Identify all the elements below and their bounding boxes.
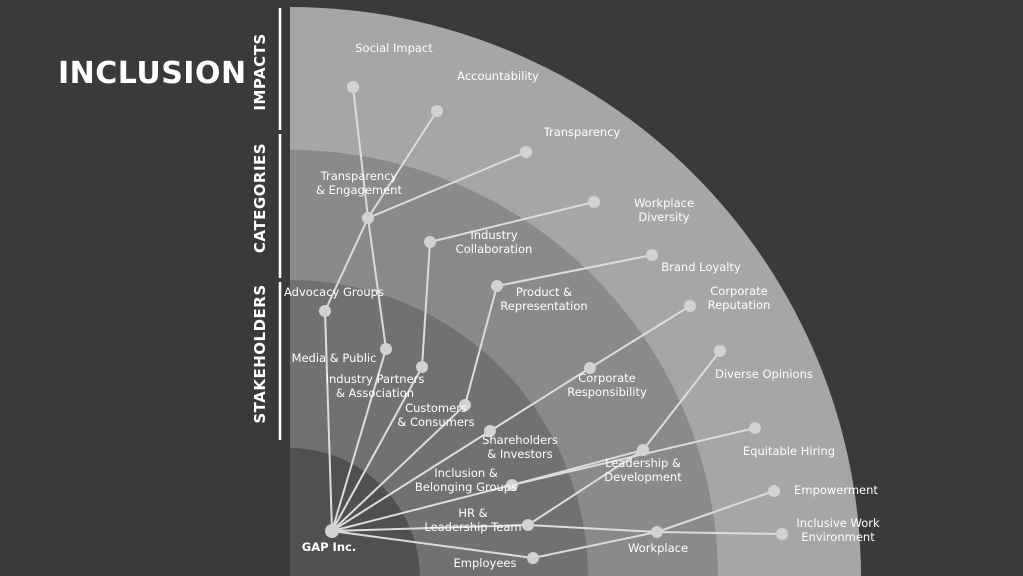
impact-node-empowerment	[768, 485, 780, 497]
stakeholder-label-advocacy: Advocacy Groups	[284, 285, 384, 299]
stakeholder-label-partners: Industry Partners& Association	[326, 372, 425, 400]
impact-node-inclusive-work-env	[776, 528, 788, 540]
stakeholder-label-employees: Employees	[454, 556, 517, 570]
impact-node-accountability	[431, 105, 443, 117]
impact-node-workplace-diversity	[588, 196, 600, 208]
connector-media	[331, 348, 387, 532]
category-label-transparency-engagement: Transparency& Engagement	[316, 169, 402, 197]
connector-workplace	[532, 531, 658, 559]
connector-leadership_dev	[527, 449, 644, 526]
impact-node-social-impact	[347, 81, 359, 93]
category-label-leadership-dev: Leadership &Development	[604, 456, 682, 484]
stakeholder-label-hr: HR &Leadership Team	[424, 506, 521, 534]
connector-industry_collab	[421, 241, 431, 368]
diagram-nodes	[319, 81, 788, 564]
impact-label-transparency: Transparency	[543, 125, 621, 139]
stakeholder-label-shareholders: Shareholders& Investors	[482, 433, 558, 461]
connector-corp_reputation	[589, 305, 691, 369]
connector-product_rep	[464, 285, 498, 406]
categories-band-label: CATEGORIES	[251, 143, 269, 253]
impact-label-empowerment: Empowerment	[794, 483, 878, 497]
stakeholder-label-customers: Customers& Consumers	[397, 401, 474, 429]
root-label-gap: GAP Inc.	[302, 540, 356, 554]
connector-hr	[331, 524, 529, 532]
connector-transparency	[367, 151, 527, 219]
impact-label-accountability: Accountability	[457, 69, 539, 83]
connector-social_impact	[352, 86, 369, 219]
connector-partners	[331, 366, 423, 532]
stakeholder-node-advocacy	[319, 305, 331, 317]
connector-advocacy	[324, 310, 333, 532]
impact-node-equitable-hiring	[749, 422, 761, 434]
connector-inclusion_groups	[331, 484, 513, 532]
connector-equitable_hiring	[511, 427, 756, 486]
connector-transparency_engagement	[324, 217, 369, 312]
stakeholder-node-hr	[522, 519, 534, 531]
connector-employees	[331, 530, 534, 559]
stakeholder-node-shareholders	[484, 425, 496, 437]
category-node-leadership-dev	[637, 444, 649, 456]
connector-empowerment	[656, 490, 775, 533]
category-node-corp-resp	[584, 362, 596, 374]
category-node-product-rep	[491, 280, 503, 292]
impact-label-diverse-opinions: Diverse Opinions	[715, 367, 813, 381]
category-node-industry-collab	[424, 236, 436, 248]
stakeholder-node-partners	[416, 361, 428, 373]
connector-transparency_engagement	[367, 217, 387, 350]
impact-node-transparency	[520, 146, 532, 158]
stakeholder-label-inclusion-groups: Inclusion &Belonging Groups	[415, 466, 517, 494]
connector-inclusive_work_env	[656, 531, 783, 535]
root-node-gap	[325, 524, 339, 538]
impact-node-diverse-opinions	[714, 345, 726, 357]
connector-workplace	[527, 524, 658, 533]
category-label-product-rep: Product &Representation	[500, 285, 587, 313]
category-label-workplace: Workplace	[628, 541, 688, 555]
connector-diverse_opinions	[642, 350, 721, 451]
connector-brand_loyalty	[496, 254, 653, 287]
connector-lines	[324, 86, 783, 559]
core-band	[290, 448, 420, 576]
page-title: INCLUSION	[58, 56, 247, 91]
impact-label-brand-loyalty: Brand Loyalty	[661, 260, 741, 274]
category-node-transparency-engagement	[362, 212, 374, 224]
stakeholder-node-inclusion-groups	[506, 479, 518, 491]
connector-customers	[331, 404, 466, 532]
connector-shareholders	[331, 430, 491, 532]
stakeholder-node-media	[380, 343, 392, 355]
connector-workplace_diversity	[429, 201, 595, 243]
stakeholder-node-customers	[459, 399, 471, 411]
category-node-workplace	[651, 526, 663, 538]
impact-node-brand-loyalty	[646, 249, 658, 261]
connector-corp_resp	[489, 367, 591, 432]
impact-label-equitable-hiring: Equitable Hiring	[743, 444, 835, 458]
impact-label-social-impact: Social Impact	[355, 41, 433, 55]
stakeholder-label-media: Media & Public	[292, 351, 377, 365]
stakeholders-band-label: STAKEHOLDERS	[251, 284, 269, 423]
stakeholder-node-employees	[527, 552, 539, 564]
impacts-band-label: IMPACTS	[251, 33, 269, 110]
impact-node-corp-reputation	[684, 300, 696, 312]
connector-accountability	[367, 110, 438, 219]
